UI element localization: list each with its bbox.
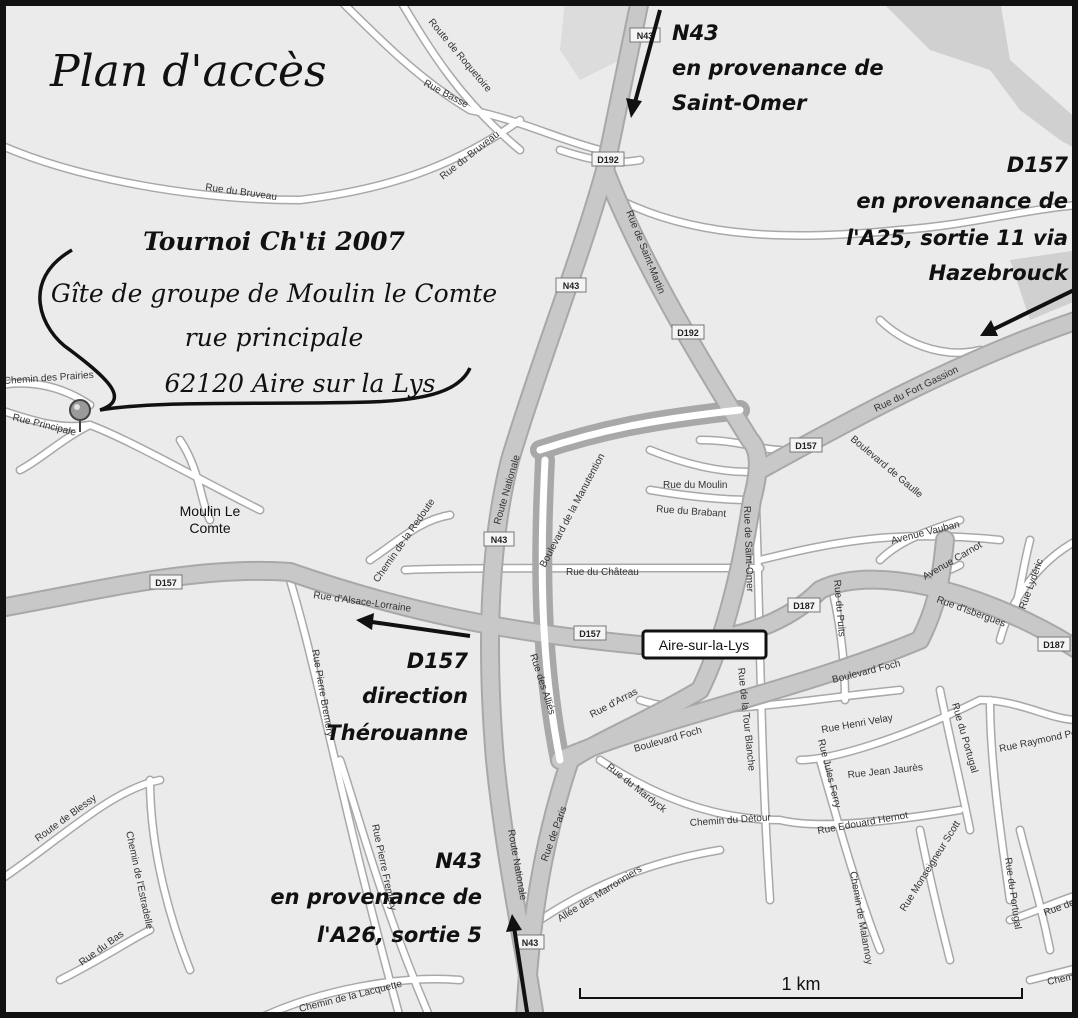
- road-badge: D192: [671, 324, 705, 340]
- direction-south: N43 en provenance de l'A26, sortie 5: [270, 849, 482, 947]
- badge-text: D187: [793, 601, 815, 611]
- road-badge: D157: [149, 574, 183, 590]
- arrow-heads: [356, 98, 998, 932]
- water-area-north: [880, 0, 1078, 150]
- page-title: Plan d'accès: [49, 46, 327, 97]
- badge-text: D157: [155, 578, 177, 588]
- scale-bar: 1 km: [579, 974, 1023, 999]
- scale-label: 1 km: [781, 974, 820, 994]
- direction-text: en provenance de: [672, 56, 884, 80]
- arrow-south: [512, 926, 530, 1018]
- town-label: Aire-sur-la-Lys: [659, 637, 750, 653]
- venue-address-line: 62120 Aire sur la Lys: [164, 369, 435, 398]
- street-label: Rue de Saint-Omer: [741, 506, 755, 593]
- road-badge: D157: [789, 437, 823, 453]
- road-badge: D157: [573, 625, 607, 641]
- arrow-east: [991, 286, 1078, 332]
- venue-name: Tournoi Ch'ti 2007: [143, 227, 405, 256]
- venue-info: Tournoi Ch'ti 2007 Gîte de groupe de Mou…: [51, 227, 497, 398]
- arrow-head: [506, 914, 522, 932]
- badge-text: D187: [1043, 640, 1065, 650]
- water-area-east: [1010, 250, 1078, 320]
- direction-north: N43 en provenance de Saint-Omer: [672, 21, 884, 115]
- badge-text: N43: [491, 535, 508, 545]
- direction-text: en provenance de: [270, 885, 482, 909]
- direction-text: Saint-Omer: [672, 91, 808, 115]
- street-label: Chem: [1046, 972, 1074, 988]
- location-pin-icon: [69, 399, 91, 432]
- badge-text: N43: [637, 31, 654, 41]
- road-badge: N43: [555, 277, 587, 293]
- badge-text: D157: [579, 629, 601, 639]
- direction-road: D157: [1007, 153, 1069, 177]
- direction-text: l'A25, sortie 11 via: [846, 226, 1068, 250]
- arrow-west: [371, 620, 471, 638]
- badge-text: D157: [795, 441, 817, 451]
- street-label: Rue du Château: [566, 567, 639, 578]
- badge-text: D192: [677, 328, 699, 338]
- place-label: Moulin Le: [180, 503, 241, 519]
- venue-callout-curve: [38, 248, 472, 412]
- direction-text: direction: [362, 684, 468, 708]
- venue-address-line: rue principale: [185, 323, 364, 352]
- badge-text: D192: [597, 155, 619, 165]
- street-label: Rue du Brabant: [656, 504, 727, 520]
- arrow-head: [980, 320, 998, 336]
- road-badge: N43: [515, 934, 545, 950]
- direction-road: N43: [672, 21, 719, 45]
- street-label: Rue du Moulin: [663, 480, 727, 491]
- road-badges: N43 D192 N43 D192 D157 N43 D157 D157 D18…: [149, 27, 1071, 950]
- direction-text: en provenance de: [856, 189, 1068, 213]
- direction-arrows: [371, 9, 1078, 1018]
- direction-text: Thérouanne: [326, 721, 468, 745]
- direction-text: l'A26, sortie 5: [317, 923, 482, 947]
- road-badge: D187: [787, 597, 821, 613]
- road-badge: D192: [591, 151, 625, 167]
- place-label: Comte: [189, 520, 230, 536]
- direction-road: D157: [407, 649, 469, 673]
- venue-address-line: Gîte de groupe de Moulin le Comte: [51, 279, 497, 308]
- direction-road: N43: [435, 849, 482, 873]
- direction-text: Hazebrouck: [929, 261, 1070, 285]
- street-label: Rue du Puits: [831, 579, 847, 637]
- road-badge: D187: [1037, 636, 1071, 652]
- road-badge: N43: [483, 531, 515, 547]
- town-label-box: Aire-sur-la-Lys: [641, 629, 768, 660]
- arrow-north: [632, 9, 662, 107]
- badge-text: N43: [563, 281, 580, 291]
- arrow-head: [356, 613, 374, 630]
- arrow-head: [626, 98, 642, 118]
- direction-east: D157 en provenance de l'A25, sortie 11 v…: [846, 153, 1070, 285]
- direction-west: D157 direction Thérouanne: [326, 649, 468, 745]
- badge-text: N43: [522, 938, 539, 948]
